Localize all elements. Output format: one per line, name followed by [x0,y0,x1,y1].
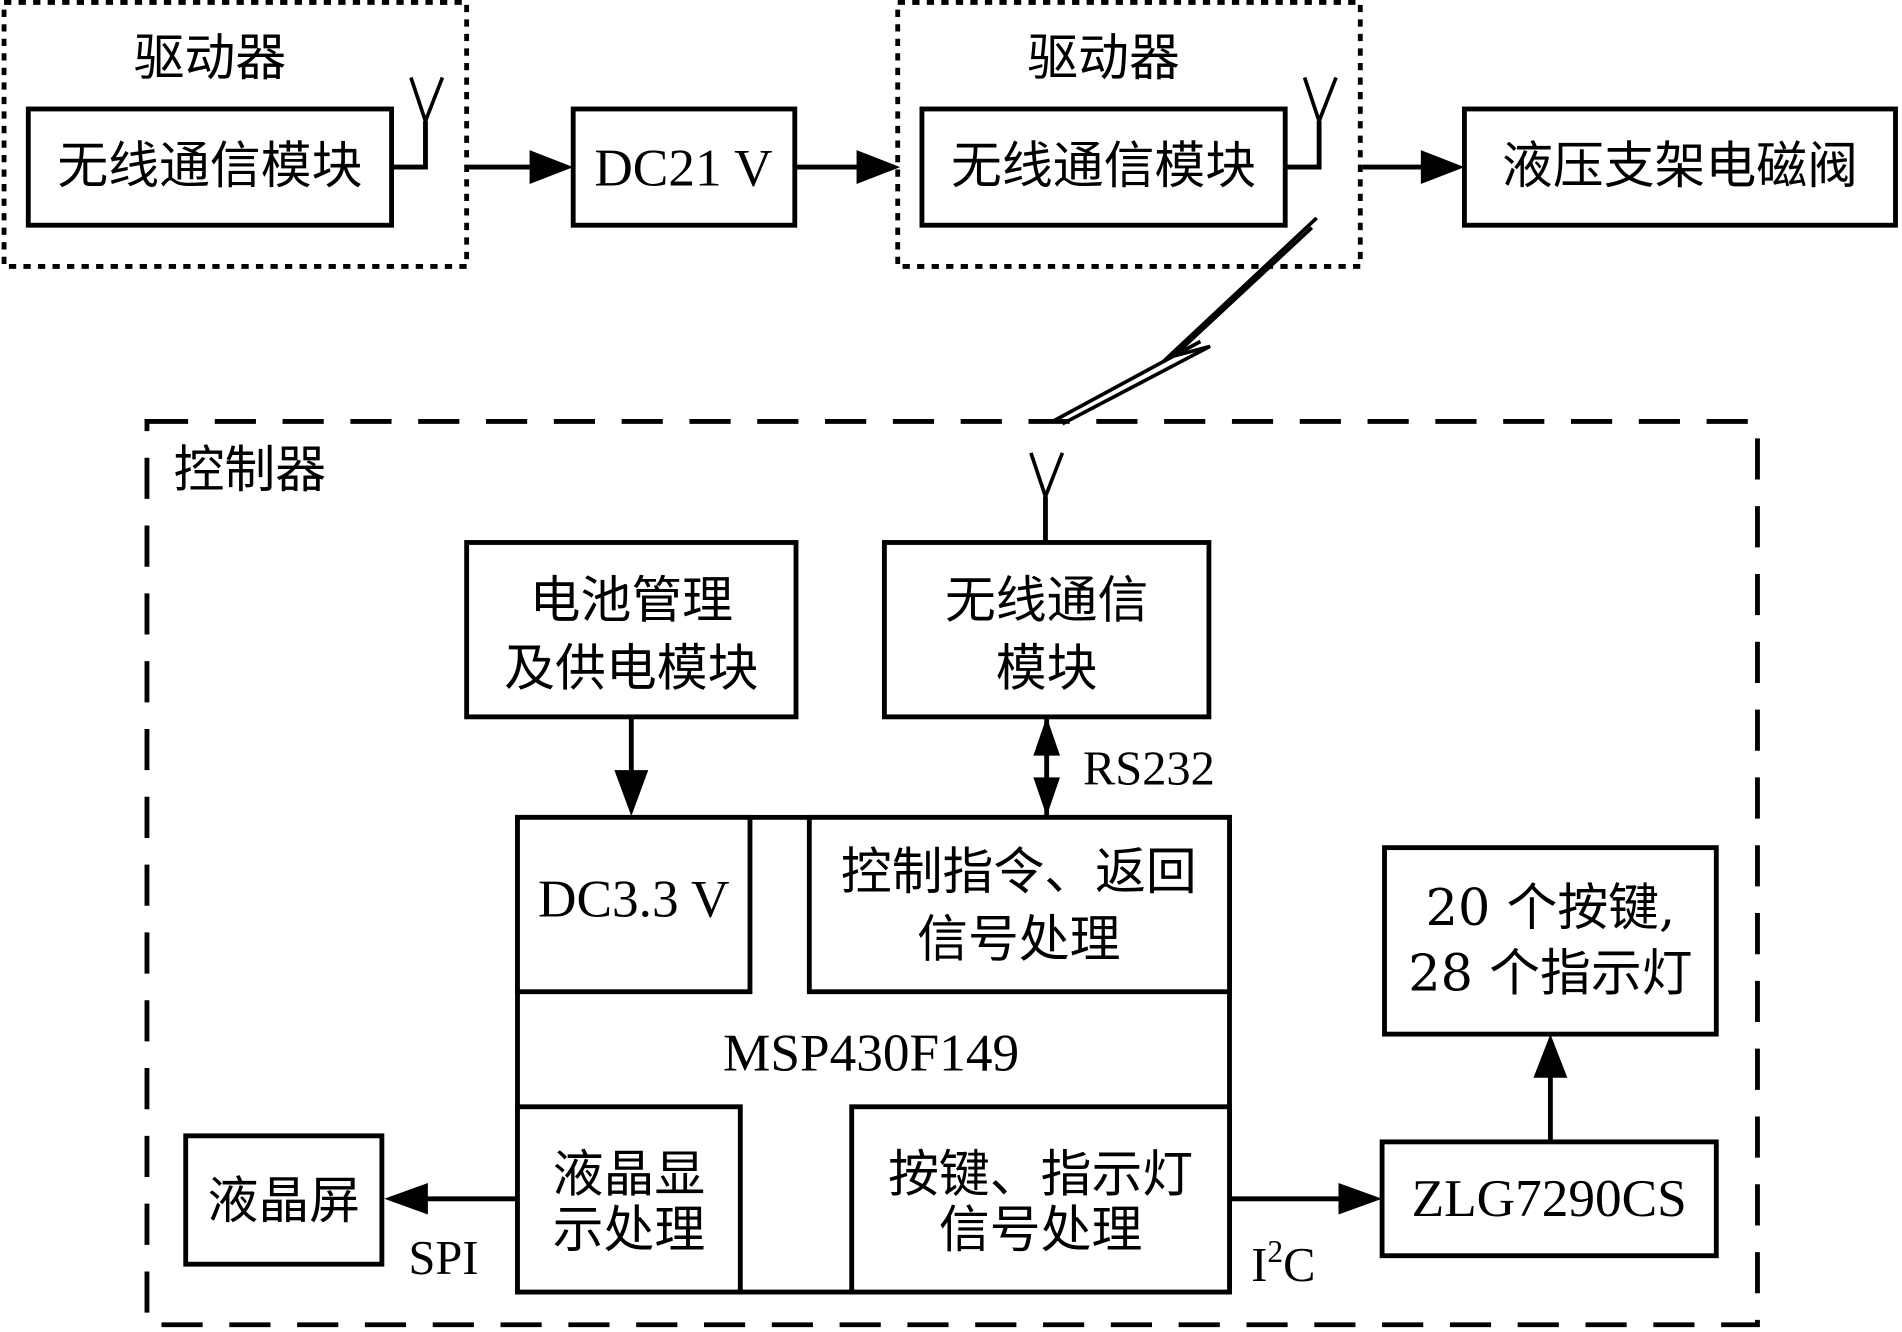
key-processing-box [849,1104,1232,1295]
driver-right-wireless-module [919,106,1288,228]
dc33-box [515,814,753,995]
keys-lights-box [1382,845,1719,1037]
antenna-icon [1285,76,1338,170]
controller-frame [144,418,1760,1328]
driver-left-wireless-module [25,106,394,228]
key-processing-line1: 按键、指示灯 [888,1145,1193,1204]
arrow-spi [384,1183,518,1215]
wireless-link-icon [1051,216,1318,426]
zlg-box [1379,1139,1719,1259]
dc21-label: DC21 V [594,138,772,197]
driver-right-label: 驱动器 [1027,28,1180,87]
antenna-icon [1029,452,1065,543]
dc33-label: DC3.3 V [538,870,729,929]
controller-wireless-line2: 模块 [996,638,1098,697]
lcd-processing-line1: 液晶显 [553,1145,706,1204]
lcd-processing-line2: 示处理 [553,1200,706,1259]
controller-label: 控制器 [174,440,327,499]
battery-module-line1: 电池管理 [530,571,733,630]
battery-module-line2: 及供电模块 [504,638,758,697]
valve-box [1462,106,1898,228]
arrow-driver-to-valve [1362,150,1465,185]
arrow-i2c [1229,1183,1383,1215]
arrow-driver-to-dc21 [469,150,574,185]
spi-label: SPI [409,1232,479,1285]
arrow-battery-to-dc33 [614,716,649,817]
driver-left-label: 驱动器 [134,28,287,87]
zlg-label: ZLG7290CS [1412,1169,1687,1228]
i2c-label: I2C [1251,1234,1315,1292]
valve-label: 液压支架电磁阀 [1502,136,1858,195]
rs232-label: RS232 [1083,743,1215,796]
arrow-zlg-to-keys [1533,1034,1568,1142]
cmd-processing-line1: 控制指令、返回 [841,842,1197,901]
dc21-box [570,106,798,228]
lcd-screen-label: 液晶屏 [208,1171,361,1230]
driver-right-wireless-label: 无线通信模块 [951,136,1256,195]
driver-left-wireless-label: 无线通信模块 [57,136,362,195]
controller-wireless-line1: 无线通信 [945,571,1148,630]
cmd-processing-box [806,814,1232,995]
driver-right-group: 驱动器 无线通信模块 [895,0,1363,269]
lcd-processing-box [515,1104,743,1295]
cmd-processing-line2: 信号处理 [917,910,1120,969]
driver-left-group: 驱动器 无线通信模块 [1,0,470,269]
arrow-dc21-to-driver [794,150,901,185]
antenna-icon [391,76,445,170]
arrow-rs232-bidirectional [1033,716,1060,817]
keys-lights-line2: 28 个指示灯 [1408,944,1692,1003]
key-processing-line2: 信号处理 [939,1200,1142,1259]
lcd-screen-box [183,1133,385,1267]
mcu-label: MSP430F149 [723,1023,1019,1082]
keys-lights-line1: 20 个按键, [1426,878,1676,937]
